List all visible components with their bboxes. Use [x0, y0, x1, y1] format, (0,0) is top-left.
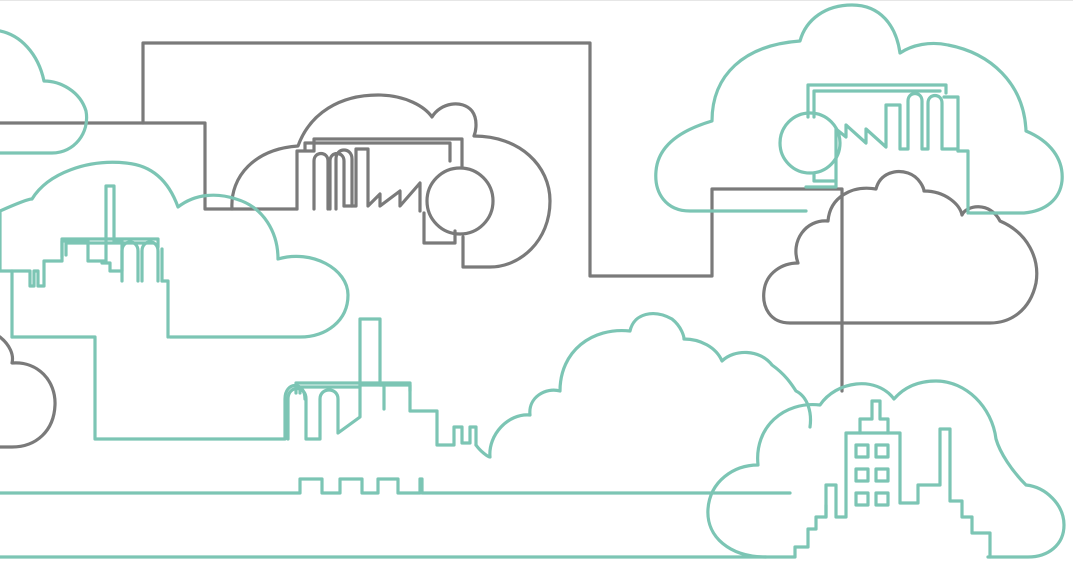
- teal-cloud-center-right: [474, 312, 813, 459]
- teal-baseline-lower: [0, 503, 828, 559]
- teal-baseline-upper: [0, 477, 792, 495]
- teal-window: [854, 467, 870, 483]
- teal-window: [874, 467, 890, 483]
- teal-cloud-top-left: [0, 29, 89, 155]
- teal-factory-top-right: [804, 91, 970, 215]
- teal-tank-top-right: [778, 111, 842, 175]
- gray-connector-top-frame: [0, 41, 844, 393]
- gray-connector-left-loop: [141, 121, 299, 211]
- teal-building-antenna: [858, 399, 890, 435]
- teal-cloud-top-right: [654, 3, 1064, 215]
- teal-factory-center-pipe: [294, 381, 412, 411]
- gray-factory-sawtooth: [342, 147, 422, 213]
- gray-tank-base: [422, 211, 457, 245]
- teal-tank-top-right-stand: [812, 171, 838, 183]
- teal-cloud-bottom-right: [706, 379, 1066, 559]
- gray-cloud-right: [762, 169, 1039, 325]
- teal-factory-left: [10, 335, 307, 441]
- teal-factory-top-right-pipe: [806, 83, 960, 153]
- teal-window: [854, 491, 870, 507]
- teal-window: [874, 443, 890, 459]
- gray-factory-arches: [312, 148, 354, 211]
- teal-factory-left-windows: [10, 184, 170, 339]
- teal-line-layer: [0, 3, 1066, 559]
- gray-cloud-bottom-left: [0, 335, 57, 449]
- teal-cloud-left: [0, 160, 350, 339]
- gray-tank: [425, 166, 495, 236]
- teal-factory-left-pipe: [60, 237, 160, 259]
- gray-line-layer: [0, 41, 1039, 449]
- teal-factory-left-arches: [120, 240, 164, 283]
- teal-window: [854, 443, 870, 459]
- teal-window: [874, 491, 890, 507]
- gray-cloud-center: [230, 93, 552, 269]
- teal-building-outline: [824, 427, 992, 559]
- gray-factory-outline: [295, 137, 464, 211]
